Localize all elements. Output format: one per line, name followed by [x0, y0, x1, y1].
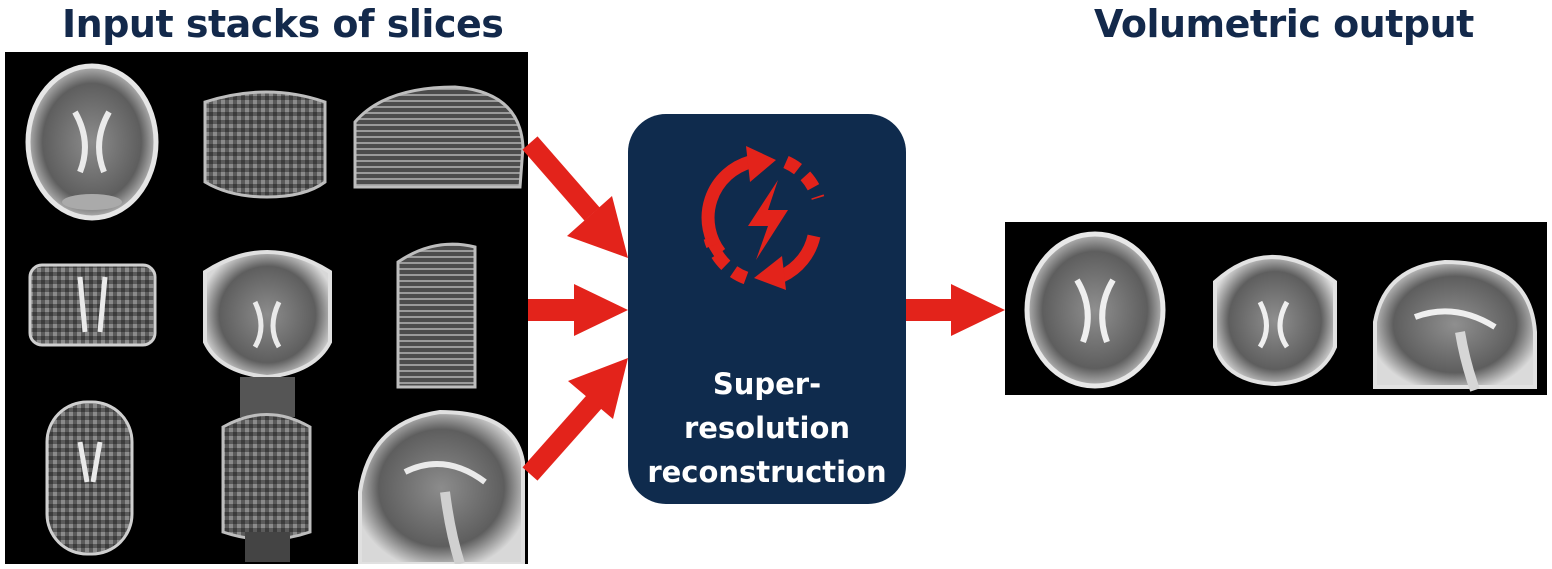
input-slice-axial-3: [45, 400, 134, 556]
volumetric-output-panel: [1005, 222, 1547, 395]
arrow-middle: [528, 284, 628, 336]
reload-lightning-icon: [701, 146, 825, 290]
super-resolution-box: Super- resolution reconstruction: [628, 114, 906, 504]
input-slice-sagittal-1: [353, 85, 525, 189]
output-view-axial: [1024, 231, 1166, 389]
super-resolution-label: Super- resolution reconstruction: [628, 362, 906, 494]
output-view-sagittal: [1373, 259, 1537, 392]
input-slice-sagittal-2: [396, 242, 477, 389]
output-view-coronal: [1213, 255, 1337, 387]
input-slice-coronal-2: [203, 250, 332, 417]
input-slice-axial-2: [28, 263, 157, 347]
input-stacks-title: Input stacks of slices: [62, 2, 504, 46]
arrow-top: [522, 136, 628, 258]
label-line-3: reconstruction: [647, 455, 887, 489]
input-slice-coronal-3: [221, 413, 312, 562]
arrow-bottom: [522, 358, 628, 481]
arrow-output: [906, 284, 1005, 336]
volumetric-output-title: Volumetric output: [1094, 2, 1474, 46]
input-slice-coronal-1: [203, 90, 327, 199]
label-line-2: resolution: [683, 411, 851, 445]
input-slice-sagittal-3: [358, 409, 525, 566]
input-stacks-panel: [5, 52, 528, 566]
label-line-1: Super-: [712, 367, 822, 401]
input-slice-axial-1: [25, 63, 159, 221]
